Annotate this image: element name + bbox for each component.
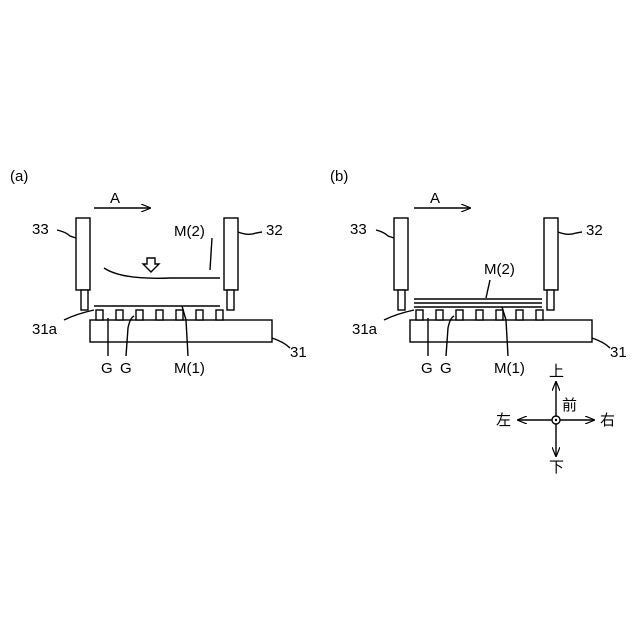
right-unit-leader bbox=[558, 232, 582, 234]
upper-member-leader bbox=[486, 280, 490, 298]
upper-member-label: M(2) bbox=[484, 261, 515, 278]
groove bbox=[476, 310, 483, 320]
left-unit-tip bbox=[398, 290, 405, 310]
panel-a: (a) A 33 32 M(2) bbox=[10, 168, 307, 377]
base-leader bbox=[272, 338, 290, 348]
groove bbox=[116, 310, 123, 320]
groove bbox=[456, 310, 463, 320]
edge-leader bbox=[384, 310, 414, 320]
left-unit-tip bbox=[81, 290, 88, 310]
edge-leader bbox=[64, 310, 94, 320]
lower-member-label: M(1) bbox=[494, 360, 525, 377]
right-unit bbox=[224, 218, 238, 290]
groove bbox=[536, 310, 543, 320]
left-unit-label: 33 bbox=[350, 221, 367, 238]
base-plate bbox=[90, 320, 272, 342]
right-unit-leader bbox=[238, 232, 262, 234]
base-label: 31 bbox=[610, 344, 627, 361]
groove-label-2: G bbox=[440, 360, 452, 377]
up-label: 上 bbox=[549, 362, 564, 380]
groove bbox=[516, 310, 523, 320]
right-unit-label: 32 bbox=[586, 222, 603, 239]
base-leader bbox=[592, 338, 610, 348]
front-marker-dot-icon bbox=[555, 419, 557, 421]
lower-member-label: M(1) bbox=[174, 360, 205, 377]
left-unit bbox=[76, 218, 90, 290]
panel-a-tag: (a) bbox=[10, 168, 28, 185]
right-unit-tip bbox=[227, 290, 234, 310]
left-unit-label: 33 bbox=[32, 221, 49, 238]
upper-member bbox=[104, 268, 220, 278]
panel-b-tag: (b) bbox=[330, 168, 348, 185]
groove-label-1: G bbox=[421, 360, 433, 377]
groove bbox=[436, 310, 443, 320]
grooves bbox=[96, 310, 223, 320]
down-label: 下 bbox=[549, 458, 564, 476]
edge-label: 31a bbox=[32, 321, 58, 338]
groove bbox=[176, 310, 183, 320]
direction-label: A bbox=[430, 190, 440, 207]
base-plate bbox=[410, 320, 592, 342]
groove bbox=[136, 310, 143, 320]
groove bbox=[416, 310, 423, 320]
right-unit-tip bbox=[547, 290, 554, 310]
upper-member-leader bbox=[210, 238, 212, 270]
groove bbox=[156, 310, 163, 320]
groove bbox=[96, 310, 103, 320]
left-unit bbox=[394, 218, 408, 290]
panel-b: (b) A 33 32 M(2) 31 bbox=[330, 168, 627, 377]
right-unit-label: 32 bbox=[266, 222, 283, 239]
left-unit-leader bbox=[57, 230, 76, 238]
direction-compass: 上 下 左 右 前 bbox=[496, 362, 615, 476]
left-label: 左 bbox=[496, 411, 511, 429]
left-unit-leader bbox=[376, 230, 394, 238]
right-label: 右 bbox=[600, 411, 615, 429]
groove-label-1: G bbox=[101, 360, 113, 377]
grooves bbox=[416, 310, 543, 320]
groove-label-2: G bbox=[120, 360, 132, 377]
upper-member-label: M(2) bbox=[174, 223, 205, 240]
front-label: 前 bbox=[562, 396, 577, 414]
down-arrow-icon bbox=[143, 258, 159, 272]
right-unit bbox=[544, 218, 558, 290]
direction-label: A bbox=[110, 190, 120, 207]
edge-label: 31a bbox=[352, 321, 378, 338]
groove bbox=[196, 310, 203, 320]
base-label: 31 bbox=[290, 344, 307, 361]
groove bbox=[216, 310, 223, 320]
groove bbox=[496, 310, 503, 320]
